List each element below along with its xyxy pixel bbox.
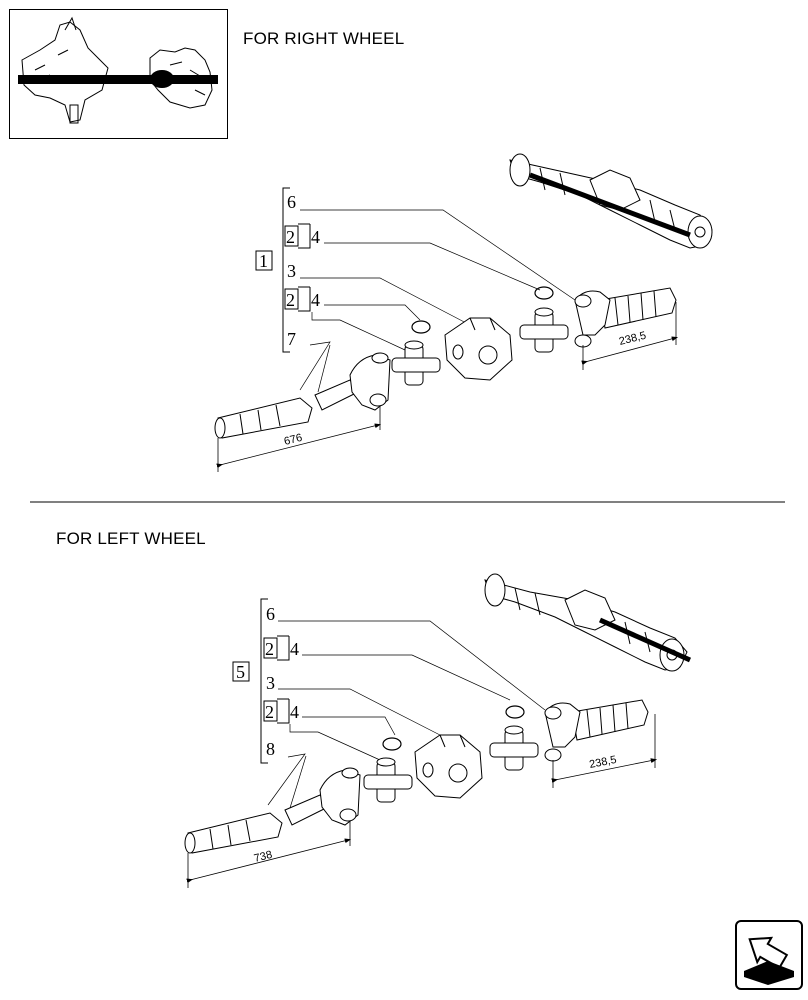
front-axle-assembly [509,153,713,249]
long-shaft [214,352,391,439]
short-shaft-dimension: 238,5 [618,330,648,348]
right-wheel-group: 1 6 2 4 3 2 4 7 [214,153,713,472]
group-ref-box[interactable] [232,661,250,682]
circlip [382,705,525,751]
right-wheel-heading: FOR RIGHT WHEEL [243,29,405,48]
group-ref-number[interactable]: 1 [259,251,268,271]
item-2-label[interactable]: 2 [265,639,274,659]
item-6-label[interactable]: 6 [266,604,275,624]
item-4b-label[interactable]: 4 [311,290,320,310]
item-4b-label[interactable]: 4 [290,702,299,722]
short-shaft-dimension: 238,5 [588,754,617,771]
item-2b-label[interactable]: 2 [286,290,295,310]
group-ref-box[interactable] [255,250,273,271]
item-4-label[interactable]: 4 [290,639,299,659]
group-ref-number[interactable]: 5 [236,662,245,682]
item-8-label[interactable]: 8 [266,739,275,759]
cross-journal [391,307,569,386]
long-shaft [184,767,361,854]
item-2b-label[interactable]: 2 [265,702,274,722]
long-shaft-dimension: 738 [253,849,274,865]
axle-overview-thumbnail [9,9,228,139]
centre-double-yoke [444,317,513,381]
item-6-label[interactable]: 6 [287,192,296,212]
left-wheel-heading: FOR LEFT WHEEL [56,529,206,548]
item-7-label[interactable]: 7 [287,329,296,349]
next-page-button[interactable] [734,919,804,991]
cross-journal [363,725,539,803]
short-shaft [544,699,649,762]
axle-overview-icon [18,16,218,124]
circlip [411,286,554,334]
item-2-label[interactable]: 2 [286,227,295,247]
item-3-label[interactable]: 3 [287,261,296,281]
item-4-label[interactable]: 4 [311,227,320,247]
next-page-arrow-icon [735,920,803,990]
axle-shaft-highlight [18,75,218,84]
left-wheel-group: 5 6 2 4 3 2 4 8 [184,573,692,888]
front-axle-assembly [484,573,692,672]
long-shaft-dimension: 676 [283,432,304,448]
item-3-label[interactable]: 3 [266,673,275,693]
centre-double-yoke [414,734,483,799]
